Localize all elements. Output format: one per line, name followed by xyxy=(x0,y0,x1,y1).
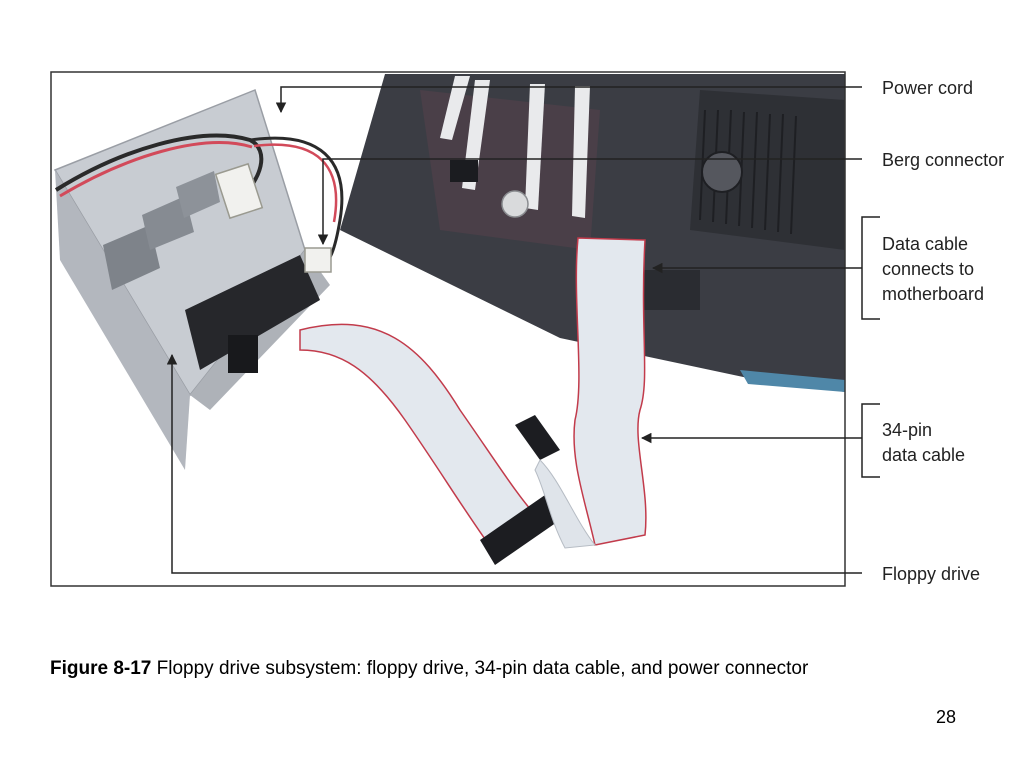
figure-caption: Figure 8-17 Floppy drive subsystem: flop… xyxy=(50,656,870,681)
leader-power-cord xyxy=(275,86,862,114)
photo-area xyxy=(51,72,845,586)
bracket-data-cable-motherboard xyxy=(861,216,880,320)
ribbon-cable xyxy=(299,237,647,565)
power-cord xyxy=(54,133,344,273)
callout-34pin-data-cable: 34-pin data cable xyxy=(882,420,966,465)
leader-lines xyxy=(166,86,880,574)
leader-berg-connector xyxy=(317,158,862,246)
callout-power-cord: Power cord xyxy=(882,78,974,98)
cpu-fan xyxy=(701,151,743,193)
motherboard xyxy=(340,74,845,392)
photo-frame xyxy=(50,71,846,587)
floppy-drive-illustration xyxy=(50,71,880,587)
leader-floppy-drive xyxy=(166,353,862,574)
cmos-battery xyxy=(501,190,529,218)
callout-data-cable-motherboard: Data cable connects to motherboard xyxy=(882,234,985,304)
bracket-34pin-cable xyxy=(861,403,880,478)
callout-floppy-drive: Floppy drive xyxy=(882,564,981,584)
page-number: 28 xyxy=(936,707,957,727)
caption-label: Figure 8-17 xyxy=(50,658,152,679)
callout-berg-connector: Berg connector xyxy=(882,150,1005,170)
caption-text: Floppy drive subsystem: floppy drive, 34… xyxy=(151,658,809,679)
